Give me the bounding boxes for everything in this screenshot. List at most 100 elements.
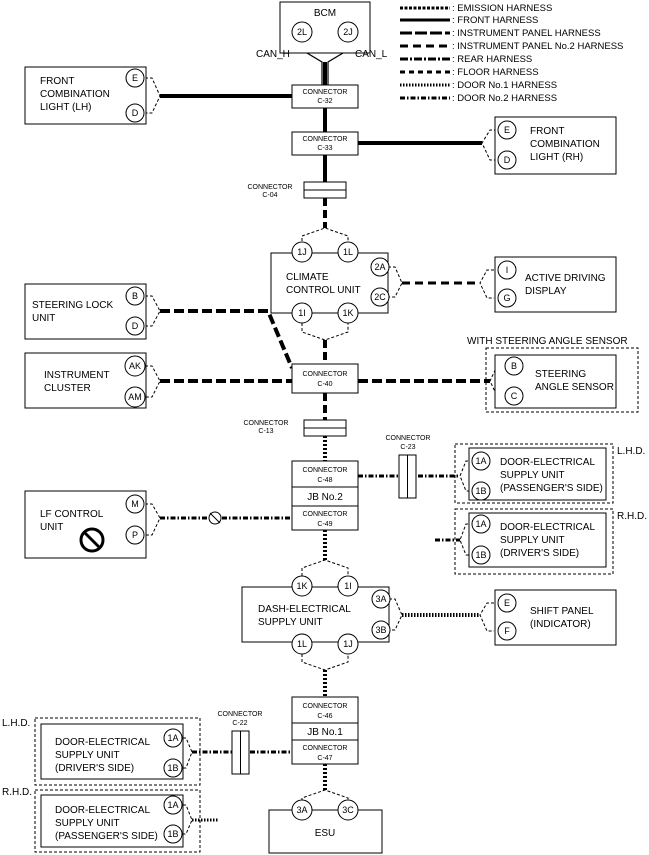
esu-title: ESU <box>315 828 336 839</box>
legend-text-5: : FLOOR HARNESS <box>452 67 539 78</box>
junction-block-1: CONNECTOR C-46 JB No.1 CONNECTOR C-47 <box>291 696 359 765</box>
can-l-label: CAN_L <box>355 49 388 60</box>
sas-pin-c: C <box>511 391 518 401</box>
legend-text-4: : REAR HARNESS <box>452 54 532 65</box>
lf-line2: UNIT <box>40 522 63 533</box>
fcl-rh-pin-e: E <box>504 125 510 135</box>
c33-line2: C-33 <box>317 145 332 152</box>
legend: : EMISSION HARNESS : FRONT HARNESS : INS… <box>400 3 623 104</box>
desu-ps-bot-pin-1b: 1B <box>167 829 178 839</box>
door-electrical-supply-unit-passenger-lhd: L.H.D. DOOR-ELECTRICAL SUPPLY UNIT (PASS… <box>454 443 645 504</box>
fcl-lh-pin-e: E <box>132 73 138 83</box>
add-line2: DISPLAY <box>525 286 567 297</box>
door-electrical-supply-unit-passenger-rhd: R.H.D. DOOR-ELECTRICAL SUPPLY UNIT (PASS… <box>2 787 201 853</box>
climate-control-unit: CLIMATE CONTROL UNIT 1J 1L 1I 1K 2A 2C <box>270 241 390 324</box>
steering-lock-pin-d: D <box>132 321 139 331</box>
desu-ds-top-line3: (DRIVER'S SIDE) <box>500 548 579 559</box>
sas-line1: STEERING <box>535 369 586 380</box>
legend-text-0: : EMISSION HARNESS <box>452 3 552 14</box>
desu-ps-bot-line2: SUPPLY UNIT <box>55 818 120 829</box>
connector-c22: CONNECTOR C-22 <box>218 711 263 775</box>
prohibited-icon <box>79 527 105 553</box>
connector-c33: CONNECTOR C-33 <box>291 131 359 156</box>
legend-text-6: : DOOR No.1 HARNESS <box>452 80 557 91</box>
c48-line1: CONNECTOR <box>303 467 348 474</box>
wires <box>145 42 503 835</box>
c47-line2: C-47 <box>317 755 332 762</box>
active-driving-display: ACTIVE DRIVING DISPLAY I G <box>494 256 617 313</box>
dash-pin-1j: 1J <box>343 639 353 649</box>
desu-ps-top-pin-1a: 1A <box>475 456 486 466</box>
dash-line2: SUPPLY UNIT <box>258 617 323 628</box>
add-pin-g: G <box>503 293 510 303</box>
c23-line2: C-23 <box>400 444 415 451</box>
c48-line2: C-48 <box>317 477 332 484</box>
c46-line1: CONNECTOR <box>303 703 348 710</box>
desu-ps-top-variant: L.H.D. <box>617 446 645 457</box>
lf-pin-p: P <box>132 530 138 540</box>
connector-c04: CONNECTOR C-04 <box>248 181 347 199</box>
c13-line1: CONNECTOR <box>244 420 289 427</box>
fcl-lh-line3: LIGHT (LH) <box>40 102 92 113</box>
c22-line2: C-22 <box>232 720 247 727</box>
climate-pin-1i: 1I <box>298 308 306 318</box>
instrument-cluster: INSTRUMENT CLUSTER AK AM <box>24 352 147 409</box>
dash-pin-1i: 1I <box>344 581 352 591</box>
desu-ps-bot-line3: (PASSENGER'S SIDE) <box>55 831 158 842</box>
climate-line1: CLIMATE <box>286 272 329 283</box>
fcl-lh-pin-d: D <box>132 108 139 118</box>
dash-electrical-supply-unit: DASH-ELECTRICAL SUPPLY UNIT 1K 1I 1L 1J … <box>241 575 391 655</box>
dash-pin-1l: 1L <box>297 639 307 649</box>
desu-ps-top-line2: SUPPLY UNIT <box>500 470 565 481</box>
bcm-pin-2l <box>291 21 313 43</box>
fcl-rh-line1: FRONT <box>530 126 564 137</box>
dash-line1: DASH-ELECTRICAL <box>258 604 351 615</box>
bcm-unit: BCM 2L 2J CAN_H CAN_L <box>256 1 388 60</box>
connector-c13: CONNECTOR C-13 <box>244 419 347 437</box>
lf-line1: LF CONTROL <box>40 509 104 520</box>
c47-line1: CONNECTOR <box>303 745 348 752</box>
c22-line1: CONNECTOR <box>218 711 263 718</box>
steering-lock-pin-b: B <box>132 291 138 301</box>
legend-text-2: : INSTRUMENT PANEL HARNESS <box>452 28 601 39</box>
shift-pin-f: F <box>504 626 510 636</box>
door-electrical-supply-unit-driver-rhd: R.H.D. DOOR-ELECTRICAL SUPPLY UNIT (DRIV… <box>454 508 647 575</box>
legend-text-1: : FRONT HARNESS <box>452 15 538 26</box>
desu-ds-top-line2: SUPPLY UNIT <box>500 535 565 546</box>
bcm-pin-2j-label: 2J <box>343 27 353 37</box>
desu-ds-bot-line3: (DRIVER'S SIDE) <box>55 763 134 774</box>
sas-caption: WITH STEERING ANGLE SENSOR <box>467 336 628 347</box>
desu-ps-bot-pin-1a: 1A <box>167 800 178 810</box>
c04-line2: C-04 <box>262 192 277 199</box>
c32-line2: C-32 <box>317 98 332 105</box>
add-pin-i: I <box>506 265 509 275</box>
optional-wire-icon <box>208 511 222 525</box>
bcm-pin-2l-label: 2L <box>297 27 307 37</box>
shift-panel-indicator: SHIFT PANEL (INDICATOR) E F <box>494 589 617 646</box>
shift-pin-e: E <box>504 598 510 608</box>
cluster-line1: INSTRUMENT <box>44 370 110 381</box>
fcl-lh-line1: FRONT <box>40 76 74 87</box>
can-h-label: CAN_H <box>256 49 290 60</box>
cluster-line2: CLUSTER <box>44 383 91 394</box>
c13-line2: C-13 <box>258 428 273 435</box>
sas-pin-b: B <box>511 361 517 371</box>
add-line1: ACTIVE DRIVING <box>525 273 606 284</box>
front-combination-light-lh: FRONT COMBINATION LIGHT (LH) E D <box>24 66 147 125</box>
c46-line2: C-46 <box>317 713 332 720</box>
c49-line2: C-49 <box>317 521 332 528</box>
junction-block-2: CONNECTOR C-48 JB No.2 CONNECTOR C-49 <box>291 460 359 531</box>
esu-unit: ESU 3A 3C <box>268 799 383 854</box>
cluster-pin-am: AM <box>128 392 142 402</box>
desu-ds-bot-pin-1b: 1B <box>167 763 178 773</box>
fcl-rh-line2: COMBINATION <box>530 139 600 150</box>
steering-lock-line2: UNIT <box>32 313 55 324</box>
desu-ds-bot-pin-1a: 1A <box>167 733 178 743</box>
desu-ds-top-line1: DOOR-ELECTRICAL <box>500 522 595 533</box>
desu-ps-bot-line1: DOOR-ELECTRICAL <box>55 805 150 816</box>
sas-line2: ANGLE SENSOR <box>535 382 614 393</box>
bcm-title: BCM <box>314 8 336 19</box>
legend-text-3: : INSTRUMENT PANEL No.2 HARNESS <box>452 41 623 52</box>
desu-ps-top-pin-1b: 1B <box>475 486 486 496</box>
